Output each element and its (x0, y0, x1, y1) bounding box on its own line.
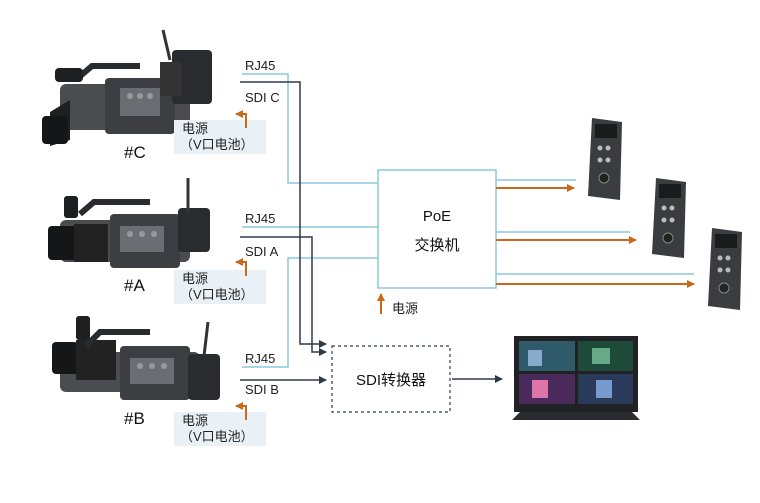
power-label: 电源 (182, 121, 209, 136)
power-label-detail: （V口电池） (180, 429, 254, 444)
power-label-detail: （V口电池） (180, 287, 254, 302)
rj45-connections (242, 73, 378, 368)
sdi-connections (240, 81, 503, 384)
camera-c-illustration (42, 29, 212, 146)
camera-power-box-b: 电源 （V口电池） (174, 412, 266, 446)
poe-switch-title: PoE (422, 208, 452, 225)
camera-a-illustration (48, 178, 210, 268)
power-label-detail: （V口电池） (180, 137, 254, 152)
camera-b-illustration (52, 316, 220, 400)
rj45-label-b: RJ45 (245, 351, 276, 366)
camera-power-box-c: 电源 （V口电池） (174, 120, 266, 154)
camera-tag-c: #C (124, 143, 146, 162)
camera-power-box-a: 电源 （V口电池） (174, 270, 266, 304)
sdi-label-b: SDI B (245, 382, 279, 397)
sdi-line-c (240, 81, 327, 348)
rj45-label-a: RJ45 (245, 211, 276, 226)
sdi-label-a: SDI A (245, 244, 279, 259)
camera-tag-b: #B (124, 409, 145, 428)
sdi-converter-label: SDI转换器 (355, 372, 426, 389)
sdi-label-c: SDI C (245, 90, 280, 105)
rj45-line-b (242, 257, 378, 368)
monitor-illustration (512, 336, 640, 420)
power-label: 电源 (182, 413, 209, 428)
remote-panel-2 (652, 178, 686, 258)
remote-panel-1 (588, 118, 622, 200)
switch-power-label: 电源 (392, 301, 419, 316)
switch-output-lines (496, 179, 695, 288)
rj45-label-c: RJ45 (245, 58, 276, 73)
sdi-converter-box (331, 345, 451, 413)
sdi-line-a (240, 236, 327, 356)
poe-switch-box (377, 169, 497, 289)
rj45-line-c (242, 73, 378, 184)
power-label: 电源 (182, 271, 209, 286)
poe-switch-subtitle: 交换机 (414, 237, 460, 254)
camera-tag-a: #A (124, 276, 145, 295)
remote-panel-3 (708, 228, 742, 310)
